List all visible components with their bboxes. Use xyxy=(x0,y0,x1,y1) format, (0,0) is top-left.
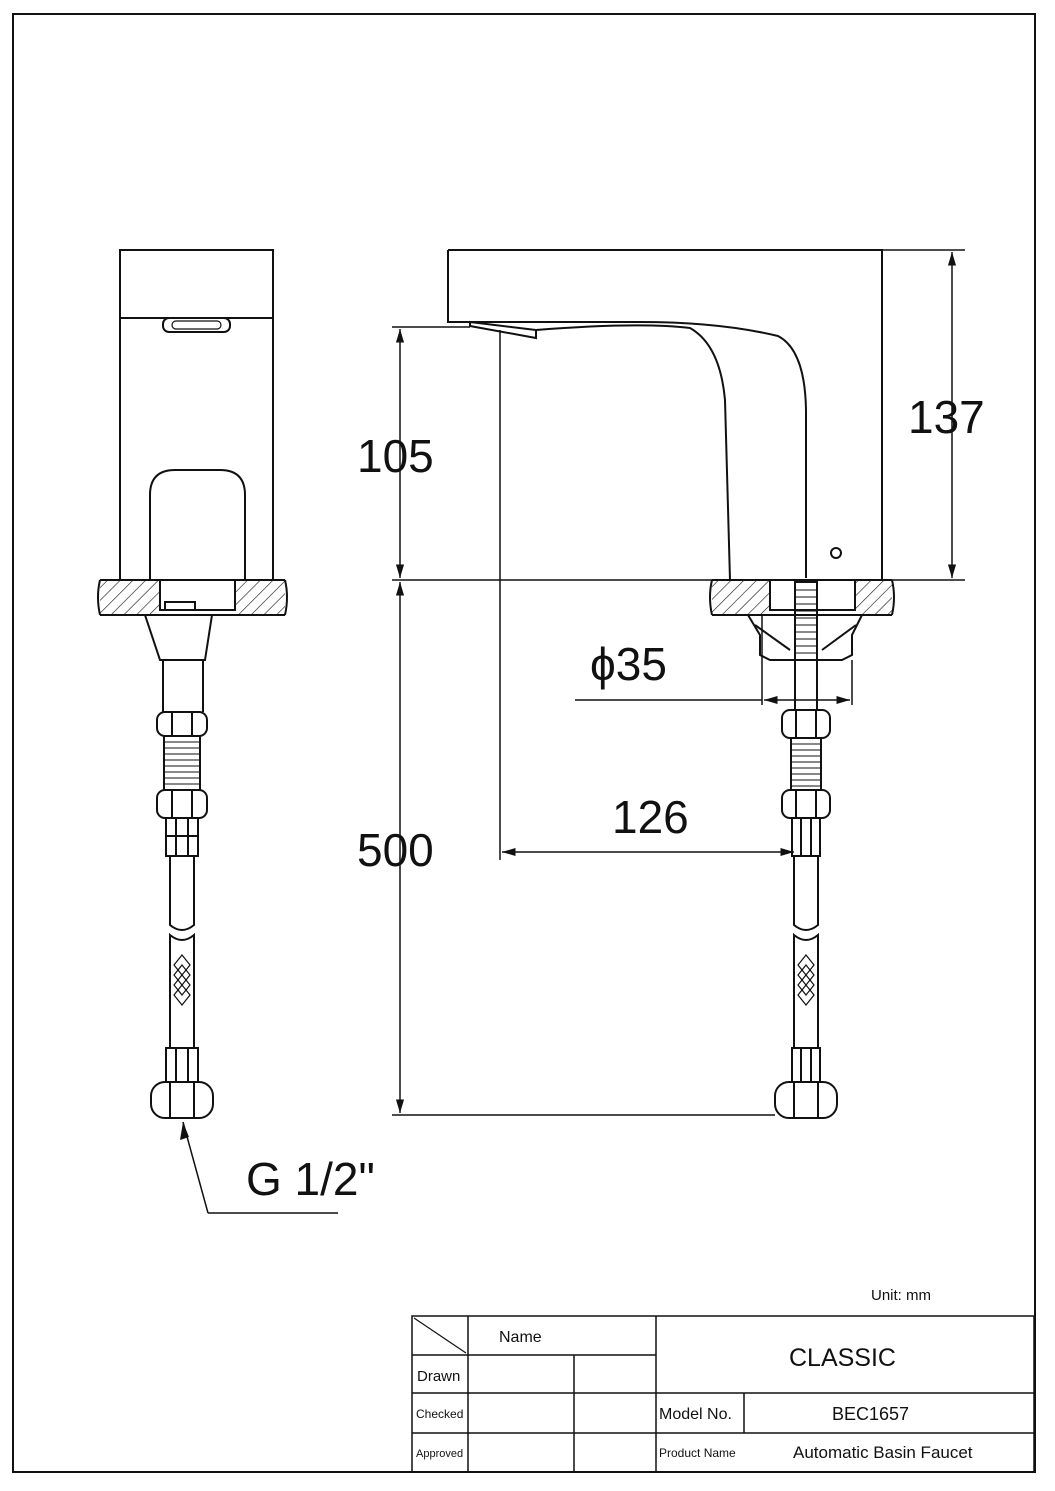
product-value: Automatic Basin Faucet xyxy=(793,1443,973,1462)
model-label: Model No. xyxy=(659,1406,732,1423)
title-block xyxy=(411,1315,1035,1473)
dim-label-137: 137 xyxy=(908,391,985,443)
dim-label-500: 500 xyxy=(357,824,434,876)
dimension-lines xyxy=(392,249,965,1116)
approved-label: Approved xyxy=(416,1448,463,1460)
aerator-outlet xyxy=(162,317,231,333)
faucet-body-front xyxy=(448,249,883,580)
bottom-nut-side xyxy=(150,1081,214,1119)
dim-label-105: 105 xyxy=(357,430,434,482)
checked-label: Checked xyxy=(416,1407,463,1421)
series-name: CLASSIC xyxy=(789,1344,896,1372)
drawn-label: Drawn xyxy=(417,1368,460,1385)
name-header: Name xyxy=(499,1329,542,1346)
model-value: BEC1657 xyxy=(832,1404,909,1424)
front-view xyxy=(447,249,895,1119)
sensor-bump xyxy=(149,469,246,580)
faucet-body-side xyxy=(119,249,274,581)
spout-profile xyxy=(465,321,807,411)
side-view xyxy=(97,249,338,1214)
product-label: Product Name xyxy=(659,1446,736,1460)
drawing-border xyxy=(12,13,1036,1473)
bottom-nut-front xyxy=(774,1081,838,1119)
dim-label-diameter: ϕ35 xyxy=(590,638,667,690)
connection-size-label: G 1/2" xyxy=(246,1153,375,1205)
dim-label-126: 126 xyxy=(612,791,689,843)
sensor-window xyxy=(830,547,842,559)
unit-label: Unit: mm xyxy=(871,1287,931,1304)
